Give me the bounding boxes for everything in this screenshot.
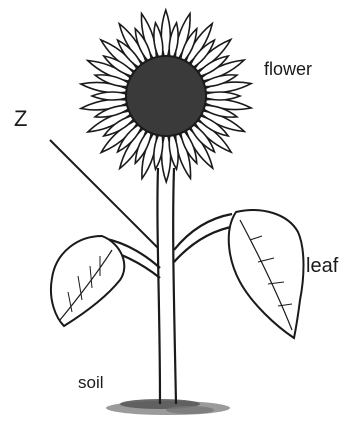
left-leaf bbox=[51, 236, 124, 326]
flower-center bbox=[126, 56, 206, 136]
label-leaf: leaf bbox=[306, 256, 338, 276]
label-soil: soil bbox=[78, 374, 104, 391]
soil-patch bbox=[106, 399, 230, 415]
right-leaf bbox=[229, 210, 304, 338]
label-z: Z bbox=[14, 108, 27, 130]
stem bbox=[100, 168, 236, 404]
label-flower: flower bbox=[264, 60, 312, 78]
